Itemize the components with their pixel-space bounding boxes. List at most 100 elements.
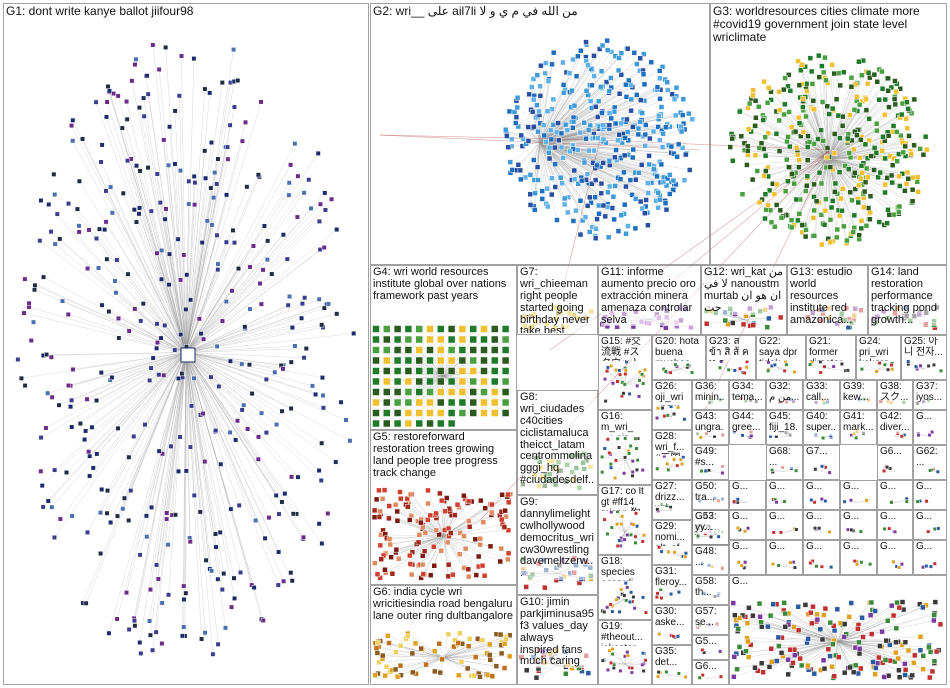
node-g1	[27, 301, 32, 306]
node-g1	[300, 301, 305, 306]
node-g5	[389, 555, 394, 560]
node-g2	[665, 80, 670, 85]
node-g6	[480, 638, 485, 643]
node-gs17	[860, 560, 864, 564]
node-g1	[212, 170, 217, 175]
node-g1	[245, 185, 250, 190]
node-g2	[551, 50, 556, 55]
node-gs20	[880, 629, 885, 634]
group-label-gs16: G...	[806, 542, 837, 553]
node-g1	[50, 505, 55, 510]
node-g6	[398, 643, 403, 648]
group-label-g45: G45: fiji_18...	[769, 412, 800, 436]
node-g4	[491, 410, 498, 417]
node-g4	[394, 357, 401, 364]
node-g1	[105, 257, 110, 262]
node-g2	[621, 170, 626, 175]
group-label-gs8: G...	[732, 512, 763, 523]
node-g2	[533, 191, 538, 196]
node-g1	[132, 207, 137, 212]
node-g1	[256, 173, 261, 178]
node-g1	[166, 542, 171, 547]
node-g3	[905, 126, 910, 131]
node-g23	[743, 371, 747, 375]
node-g6x	[885, 465, 889, 469]
node-g1	[313, 392, 318, 397]
group-label-g14: G14: land restoration performance tracki…	[871, 267, 944, 326]
node-g15	[603, 377, 607, 381]
node-g4	[459, 357, 466, 364]
node-g19	[612, 666, 616, 670]
node-g1	[209, 375, 214, 380]
node-g2	[679, 129, 684, 134]
node-g2	[518, 177, 523, 182]
node-g28	[676, 464, 680, 468]
node-g2	[661, 180, 666, 185]
node-g2	[678, 124, 683, 129]
node-g6	[375, 650, 380, 655]
node-g2	[610, 206, 615, 211]
node-g23	[733, 369, 737, 373]
node-g2	[519, 133, 524, 138]
node-gs20	[774, 658, 779, 663]
group-label-g3: G3: worldresources cities climate more #…	[713, 5, 944, 44]
node-g1	[23, 277, 28, 282]
node-g2	[560, 181, 565, 186]
node-g29	[673, 551, 677, 555]
node-g1	[155, 251, 160, 256]
node-g5	[408, 492, 413, 497]
node-g2	[569, 88, 574, 93]
node-gs15	[793, 566, 797, 570]
node-g18	[611, 610, 615, 614]
node-g1	[144, 514, 149, 519]
node-g1	[107, 89, 112, 94]
node-gs20	[938, 622, 943, 627]
node-g1	[243, 325, 248, 330]
node-g1	[321, 406, 326, 411]
node-g3	[819, 64, 824, 69]
node-gs20	[902, 661, 907, 666]
node-g7x	[820, 465, 824, 469]
node-g1	[216, 157, 221, 162]
node-g3	[774, 182, 779, 187]
node-g3	[832, 131, 837, 136]
node-g1	[207, 91, 212, 96]
node-g3	[730, 136, 735, 141]
node-g1	[317, 521, 322, 526]
node-g3	[819, 128, 824, 133]
node-g3	[816, 53, 821, 58]
group-label-g19: G19: #theout... jakestor bts_twt...	[601, 622, 649, 646]
node-g4	[416, 399, 423, 406]
node-g16	[608, 451, 612, 455]
node-g3	[800, 62, 805, 67]
node-gs19	[921, 565, 925, 569]
node-g16	[603, 447, 607, 451]
node-g4	[373, 420, 380, 427]
node-g3	[904, 181, 909, 186]
node-gs20	[903, 672, 908, 677]
node-g3	[849, 75, 854, 80]
node-g2	[540, 196, 545, 201]
node-g16	[635, 468, 639, 472]
node-g1	[184, 591, 189, 596]
group-label-g9: G9: dannylimelight cwlhollywood democrit…	[520, 497, 595, 580]
node-gs19	[929, 565, 933, 569]
node-g5	[434, 511, 439, 516]
node-g6	[373, 673, 378, 678]
node-g2	[531, 158, 536, 163]
node-g1	[102, 227, 107, 232]
node-gs20	[788, 647, 793, 652]
group-label-g25: G25: 아 니 전자...	[904, 337, 944, 359]
node-g1	[228, 123, 233, 128]
node-gs20	[882, 674, 887, 679]
node-g1	[169, 444, 174, 449]
node-g1	[133, 623, 138, 628]
node-g5	[503, 508, 508, 513]
node-g2	[638, 119, 643, 124]
node-gs3	[775, 500, 779, 504]
node-g1	[104, 189, 109, 194]
node-g6	[502, 666, 507, 671]
node-g3	[883, 190, 888, 195]
node-gs20	[873, 609, 878, 614]
node-g3	[759, 141, 764, 146]
